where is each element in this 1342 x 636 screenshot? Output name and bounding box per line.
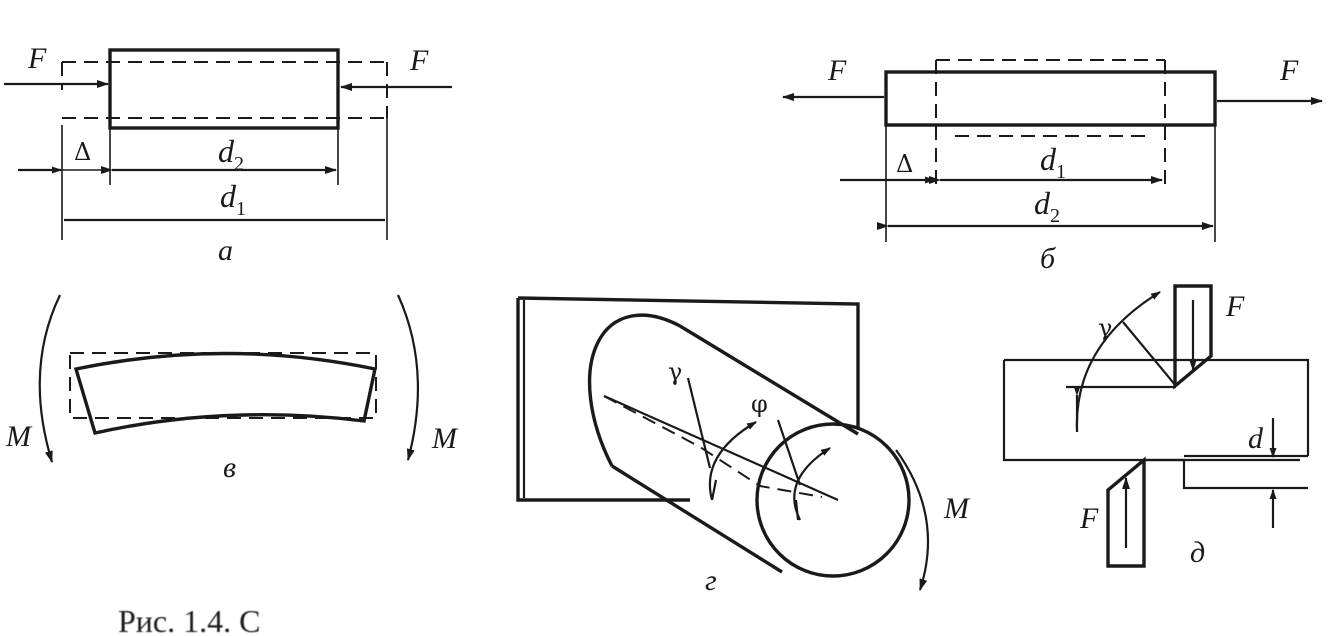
d2-label: d2 <box>1034 185 1060 227</box>
shaft-cylinder <box>611 324 859 574</box>
torque-label: M <box>943 492 971 525</box>
original-bar-outline <box>61 61 388 119</box>
lower-force-label: F <box>1079 502 1099 535</box>
right-force-label: F <box>1279 54 1299 87</box>
panel-g-label: г <box>705 564 717 597</box>
shaft-far-end <box>587 313 681 467</box>
shaft-end-face <box>755 422 911 578</box>
panel-a-label: а <box>218 234 233 267</box>
caption-text: Рис. 1.4. С <box>118 603 261 636</box>
left-moment-arrow <box>38 294 61 463</box>
d1-label: d1 <box>1040 141 1066 183</box>
panel-v-label: в <box>223 451 236 484</box>
d2-label: d2 <box>218 133 244 175</box>
phi-label: φ <box>751 390 768 418</box>
right-moment-arrow <box>396 294 420 461</box>
twisted-generatrix <box>603 395 823 498</box>
panel-b-label: б <box>1040 242 1056 275</box>
right-moment-label: M <box>431 422 459 455</box>
panel-b-tension: F F Δ d1 d2 б <box>782 54 1323 275</box>
bent-beam <box>73 351 378 436</box>
left-moment-label: M <box>5 420 33 453</box>
panel-d-shear: F F γ d д <box>1002 284 1310 569</box>
gamma-label: γ <box>668 358 682 386</box>
original-bar-outline <box>935 59 1166 185</box>
panel-v-bending: M M в <box>5 294 459 484</box>
gamma-label: γ <box>1098 314 1112 342</box>
upper-force-label: F <box>1225 290 1245 323</box>
right-force-label: F <box>409 44 429 77</box>
left-force-label: F <box>27 42 47 75</box>
stretched-bar <box>884 70 1217 127</box>
panel-d-label: д <box>1190 536 1205 569</box>
delta-label: Δ <box>74 138 91 166</box>
shear-angle-arc <box>708 421 757 501</box>
upper-blade <box>1173 284 1213 390</box>
fixed-wall <box>516 296 860 502</box>
delta-label: Δ <box>896 150 913 178</box>
left-force-label: F <box>827 54 847 87</box>
d1-label: d1 <box>220 178 246 220</box>
thickness-label: d <box>1248 422 1264 455</box>
compressed-bar <box>108 48 340 130</box>
panel-g-torsion: γ φ M г <box>516 296 971 597</box>
panel-a-compression: F F Δ d2 d1 а <box>4 42 452 267</box>
original-beam-outline <box>69 352 377 419</box>
torque-arrow <box>895 449 930 591</box>
figure-caption: Рис. 1.4. С <box>118 593 1218 636</box>
